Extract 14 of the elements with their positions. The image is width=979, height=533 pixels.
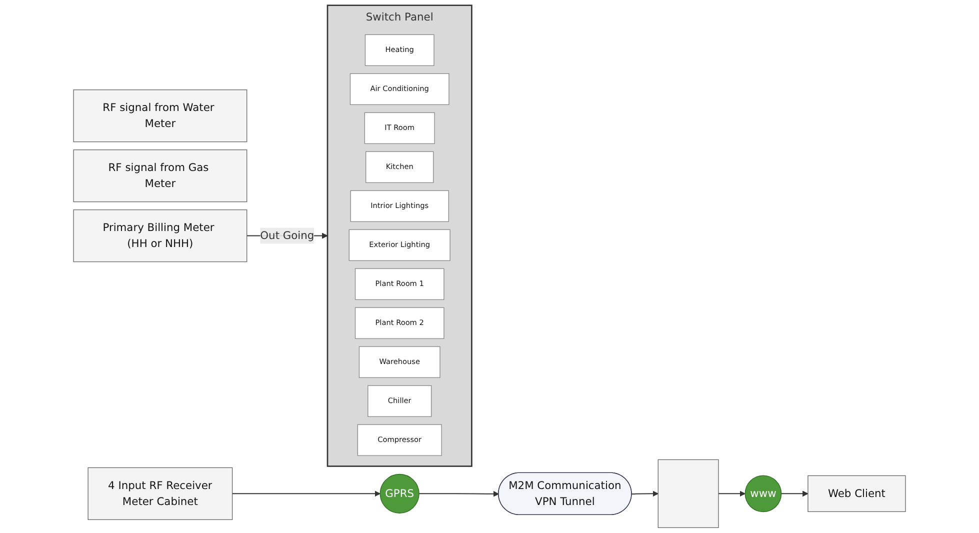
arrow bbox=[232, 490, 380, 497]
node-box: RF signal from Gas Meter bbox=[73, 149, 248, 202]
arrow bbox=[780, 490, 808, 497]
node-circle: GPRS bbox=[380, 474, 420, 514]
arrow bbox=[418, 490, 499, 497]
node-box bbox=[658, 459, 719, 528]
node-box: 4 Input RF Receiver Meter Cabinet bbox=[88, 467, 233, 520]
arrow bbox=[718, 490, 746, 497]
edge-label: Out Going bbox=[260, 229, 314, 242]
node-box: Web Client bbox=[808, 475, 906, 512]
arrow bbox=[631, 490, 658, 497]
node-circle: www bbox=[744, 475, 782, 512]
node-box: Primary Billing Meter (HH or NHH) bbox=[73, 209, 248, 262]
node-box: RF signal from Water Meter bbox=[73, 89, 248, 142]
